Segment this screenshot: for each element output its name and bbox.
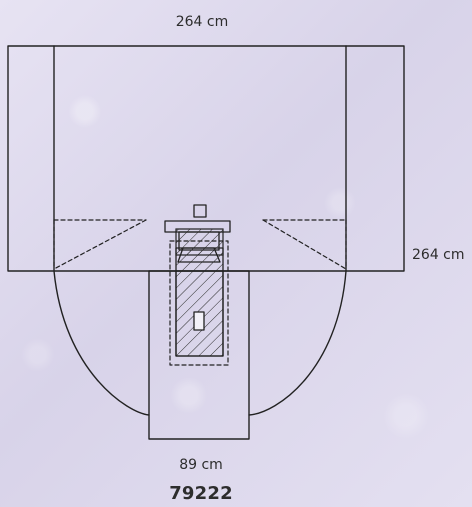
- hatched-lower-border: [175, 270, 224, 357]
- top-small-block: [193, 204, 207, 218]
- top-dimension-label: 264 cm: [175, 14, 229, 30]
- small-center-slot: [193, 311, 205, 331]
- right-dimension-label: 264 cm: [412, 247, 465, 263]
- left-curve-panel: [53, 270, 150, 416]
- bottom-dimension-label: 89 cm: [179, 457, 223, 473]
- right-dashed-diagonal: [262, 219, 347, 270]
- hatched-upper-band: [175, 228, 224, 256]
- left-dashed-diagonal: [53, 219, 147, 270]
- product-code-label: 79222: [169, 483, 233, 504]
- hatched-center-area: [175, 247, 224, 357]
- right-curve-panel: [248, 270, 347, 416]
